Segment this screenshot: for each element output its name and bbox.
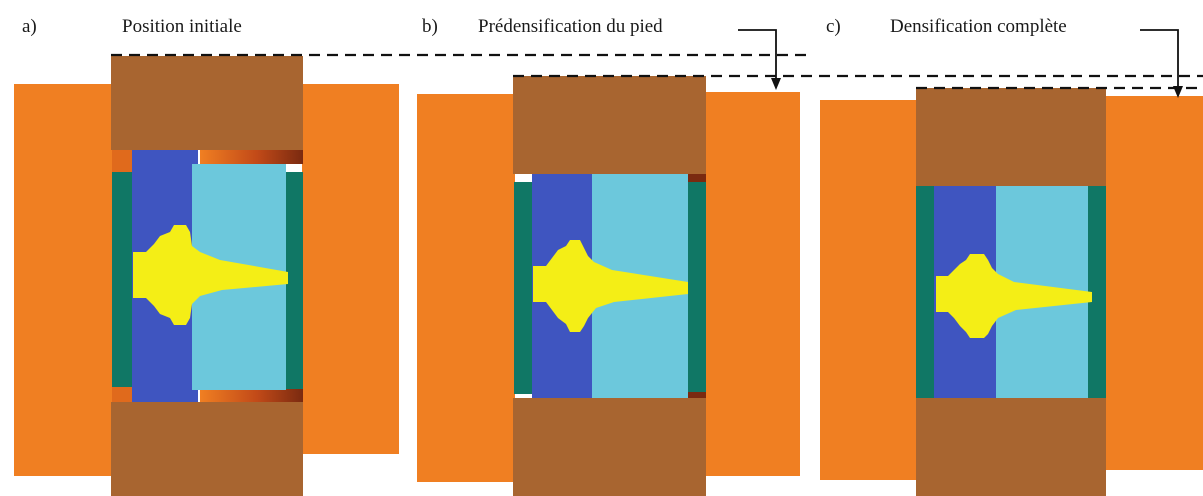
panel-a-lower-punch [111, 402, 303, 496]
panel-b-die-right [704, 92, 800, 476]
panel-b-edge-accent-top [688, 174, 706, 182]
leader-b [738, 29, 781, 90]
panel-c-upper-punch [916, 88, 1106, 186]
panel-b-liner-left [514, 182, 534, 394]
leader-c [1140, 29, 1183, 98]
leader-b-arrowhead [771, 78, 781, 90]
panel-a-die-left [14, 84, 114, 476]
panel-a-core [133, 225, 288, 325]
panel-b-edge-accent-bottom [688, 392, 706, 398]
panel-a-edge-accent-bottom [200, 389, 303, 402]
reference-lines [111, 53, 1203, 90]
panel-a-upper-punch [111, 56, 303, 150]
panel-b-die-left [417, 94, 515, 482]
panel-a-title: Position initiale [122, 16, 242, 37]
panel-c-die-right [1105, 96, 1203, 470]
panel-c-liner-left [916, 186, 936, 398]
panel-b-letter: b) [422, 16, 438, 37]
panel-c-letter: c) [826, 16, 841, 37]
panel-a-edge-accent-top [200, 150, 303, 164]
panel-c-core [936, 254, 1092, 338]
panel-c-liner-right [1088, 186, 1106, 398]
panel-a-edge-accent-corner-top [112, 150, 132, 172]
panel-c: c) Densification complète [820, 16, 1203, 496]
panel-c-die-left [820, 100, 918, 480]
leader-c-arrowhead [1173, 86, 1183, 98]
leader-b-line [738, 29, 777, 78]
panel-a-letter: a) [22, 16, 37, 37]
panel-a-die-right [302, 84, 399, 454]
panel-b-title: Prédensification du pied [478, 16, 663, 37]
panel-b-core [533, 240, 688, 332]
panel-a: a) Position initiale [14, 16, 399, 496]
panel-b-lower-punch [513, 398, 706, 496]
leader-c-line [1140, 29, 1179, 86]
panel-c-title: Densification complète [890, 16, 1067, 37]
panel-b-upper-punch [513, 76, 706, 174]
panel-a-liner-right [286, 172, 303, 389]
panel-b: b) Prédensification du pied [417, 16, 800, 496]
panel-c-lower-punch [916, 398, 1106, 496]
panel-a-liner-left [112, 172, 134, 387]
panel-b-liner-right [688, 182, 706, 392]
panel-a-edge-accent-corner-bottom [112, 387, 132, 402]
